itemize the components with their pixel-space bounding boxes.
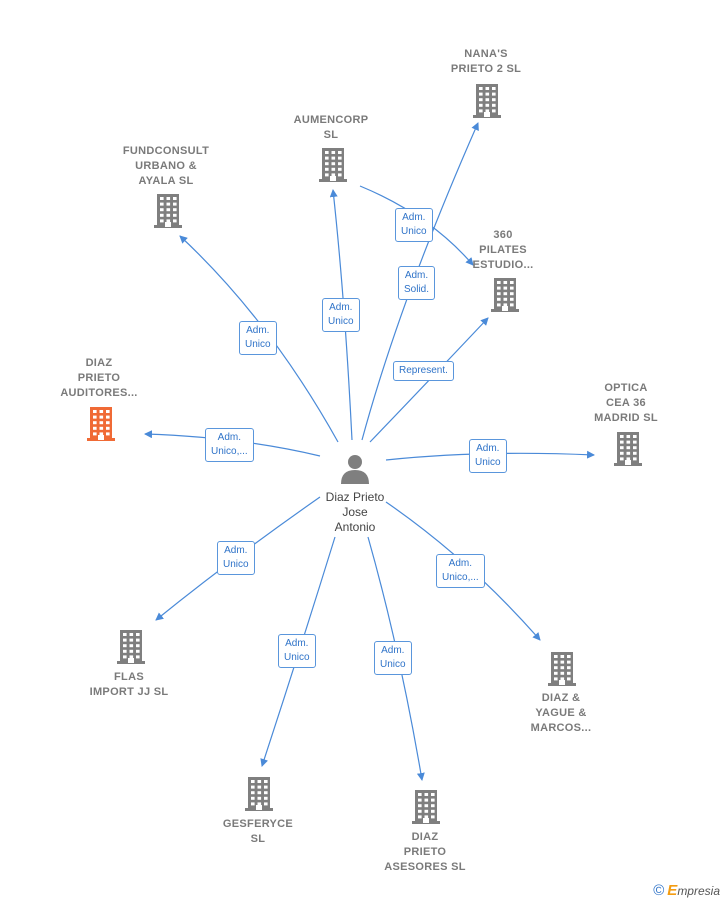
building-icon[interactable] bbox=[473, 82, 501, 118]
company-label-diazauditores[interactable]: DIAZ PRIETO AUDITORES... bbox=[60, 357, 138, 399]
center-person-name[interactable]: Diaz Prieto Jose Antonio bbox=[325, 490, 385, 534]
building-icon[interactable] bbox=[491, 276, 519, 312]
edge-label-optica[interactable]: Adm. Unico bbox=[469, 439, 507, 473]
edge-label-gesferyce[interactable]: Adm. Unico bbox=[278, 634, 316, 668]
building-icon[interactable] bbox=[117, 628, 145, 664]
edge-line-pilates bbox=[369, 317, 489, 443]
building-icon[interactable] bbox=[548, 650, 576, 686]
edge-label-diazasesores[interactable]: Adm. Unico bbox=[374, 641, 412, 675]
company-label-pilates[interactable]: 360 PILATES ESTUDIO... bbox=[472, 229, 534, 271]
company-label-aumencorp[interactable]: AUMENCORP SL bbox=[293, 114, 369, 141]
person-icon[interactable] bbox=[341, 455, 369, 484]
company-label-diazasesores[interactable]: DIAZ PRIETO ASESORES SL bbox=[384, 831, 466, 873]
company-label-diazyague[interactable]: DIAZ & YAGUE & MARCOS... bbox=[530, 692, 592, 734]
company-label-gesferyce[interactable]: GESFERYCE SL bbox=[222, 818, 294, 845]
edge-label-nanas[interactable]: Adm. Solid. bbox=[398, 266, 436, 300]
building-icon[interactable] bbox=[319, 146, 347, 182]
brand-initial: E bbox=[667, 882, 678, 899]
copyright-icon: © bbox=[653, 882, 665, 899]
building-icon[interactable] bbox=[245, 775, 273, 811]
edge-label-flas[interactable]: Adm. Unico bbox=[217, 541, 255, 575]
edge-label-pilates[interactable]: Adm. Unico bbox=[395, 208, 433, 242]
edge-label-pilates[interactable]: Represent. bbox=[393, 361, 454, 381]
brand-name: mpresia bbox=[677, 884, 720, 898]
company-label-fundconsult[interactable]: FUNDCONSULT URBANO & AYALA SL bbox=[122, 145, 210, 187]
building-icon[interactable] bbox=[154, 192, 182, 228]
edge-label-aumencorp[interactable]: Adm. Unico bbox=[322, 298, 360, 332]
building-icon[interactable] bbox=[87, 405, 115, 441]
building-icon[interactable] bbox=[412, 788, 440, 824]
edge-label-diazyague[interactable]: Adm. Unico,... bbox=[436, 554, 485, 588]
building-icon[interactable] bbox=[614, 430, 642, 466]
company-label-flas[interactable]: FLAS IMPORT JJ SL bbox=[89, 671, 169, 698]
edge-label-diazauditores[interactable]: Adm. Unico,... bbox=[205, 428, 254, 462]
brand-watermark: ©Empresia bbox=[653, 882, 720, 899]
company-label-nanas[interactable]: NANA'S PRIETO 2 SL bbox=[450, 48, 522, 75]
edge-label-fundconsult[interactable]: Adm. Unico bbox=[239, 321, 277, 355]
company-label-optica[interactable]: OPTICA CEA 36 MADRID SL bbox=[594, 382, 658, 424]
